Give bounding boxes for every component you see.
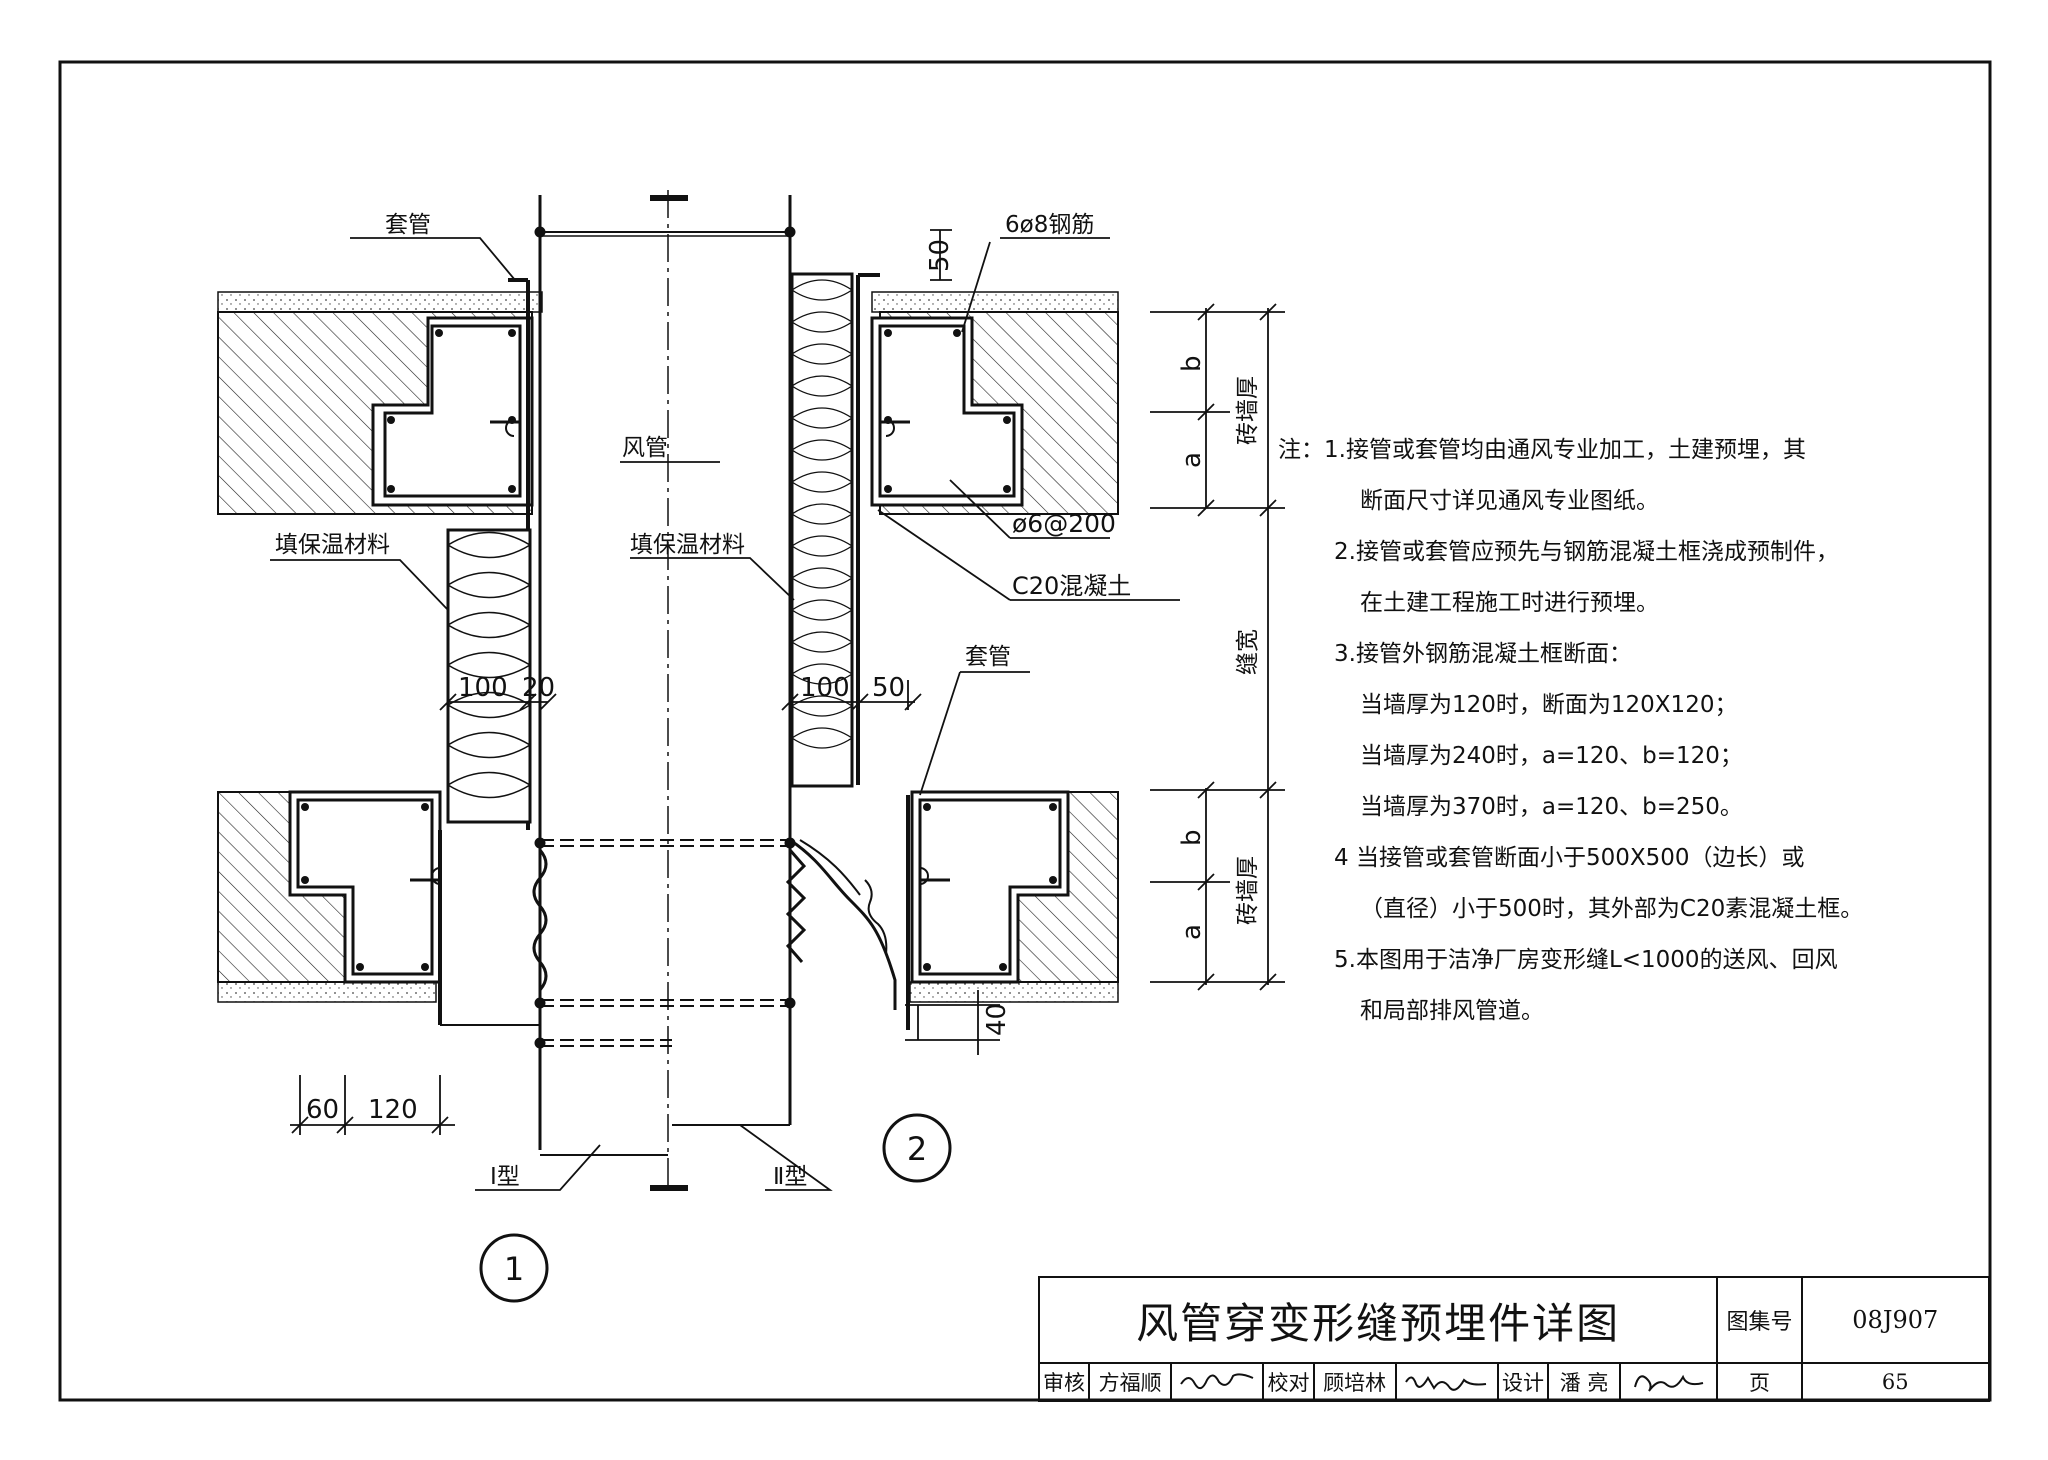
dim-a-bottom: a — [1177, 924, 1207, 940]
note-line-10: （直径）小于500时，其外部为C20素混凝土框。 — [1360, 896, 1864, 922]
dim-a-top: a — [1177, 452, 1207, 468]
label-gap-width: 缝宽 — [1235, 629, 1261, 675]
detail-one-number: 1 — [504, 1250, 524, 1288]
atlas-label: 图集号 — [1716, 1276, 1803, 1364]
notes-prefix: 注： — [1278, 437, 1324, 463]
dim-50-right: 50 — [872, 673, 905, 703]
detail-two-circle — [882, 1113, 952, 1183]
duct-sleeves — [438, 190, 910, 1191]
dim-b-bottom: b — [1177, 829, 1207, 846]
note-line-1: 注：1.接管或套管均由通风专业加工，土建预埋，其 — [1278, 437, 1806, 463]
label-sleeve-top-left: 套管 — [385, 212, 431, 238]
note-line-2: 断面尺寸详见通风专业图纸。 — [1360, 488, 1659, 514]
note-line-9: 4 当接管或套管断面小于500X500（边长）或 — [1334, 845, 1805, 871]
detail-one-circle — [479, 1233, 549, 1303]
dim-50-top: 50 — [925, 239, 955, 272]
designer-signature — [1619, 1362, 1719, 1402]
note-line-3: 2.接管或套管应预先与钢筋混凝土框浇成预制件， — [1334, 539, 1839, 565]
note-line-6: 当墙厚为120时，断面为120X120； — [1360, 692, 1738, 718]
dim-40: 40 — [982, 1003, 1012, 1036]
designer-name: 潘 亮 — [1547, 1362, 1622, 1402]
label-concrete: C20混凝土 — [1012, 572, 1131, 600]
concrete-frame-bottom-right — [910, 790, 1070, 984]
notes-block: 注：1.接管或套管均由通风专业加工，土建预埋，其 断面尺寸详见通风专业图纸。 2… — [1278, 425, 1938, 1037]
label-stirrup: ø6@200 — [1012, 509, 1116, 538]
label-type-two: Ⅱ型 — [773, 1164, 807, 1190]
label-insulation-left: 填保温材料 — [275, 532, 390, 558]
drawing-title: 风管穿变形缝预埋件详图 — [1037, 1276, 1719, 1364]
note-line-4: 在土建工程施工时进行预埋。 — [1360, 590, 1659, 616]
dim-100-right: 100 — [800, 673, 850, 703]
note-line-8: 当墙厚为370时，a=120、b=250。 — [1360, 794, 1743, 820]
label-duct: 风管 — [622, 435, 668, 461]
label-insulation-right: 填保温材料 — [630, 532, 745, 558]
label-wall-thickness-bottom: 砖墙厚 — [1235, 856, 1261, 925]
dim-60: 60 — [306, 1095, 339, 1125]
dim-b-top: b — [1177, 355, 1207, 372]
note-line-11: 5.本图用于洁净厂房变形缝L<1000的送风、回风 — [1334, 947, 1838, 973]
note-line-5: 3.接管外钢筋混凝土框断面： — [1334, 641, 1632, 667]
design-label: 设计 — [1496, 1362, 1550, 1402]
label-rebar-count: 6ø8钢筋 — [1005, 212, 1094, 238]
checker-name: 顾培林 — [1312, 1362, 1397, 1402]
reviewer-name: 方福顺 — [1088, 1362, 1173, 1402]
insulation-left — [446, 528, 532, 824]
note-line-12: 和局部排风管道。 — [1360, 998, 1544, 1024]
note-line-7: 当墙厚为240时，a=120、b=120； — [1360, 743, 1743, 769]
label-sleeve-right: 套管 — [965, 644, 1011, 670]
label-wall-thickness-top: 砖墙厚 — [1235, 376, 1261, 445]
detail-two-number: 2 — [907, 1130, 927, 1168]
dim-120: 120 — [368, 1095, 418, 1125]
concrete-frame-top-left — [371, 316, 534, 507]
page-label: 页 — [1716, 1362, 1803, 1402]
review-label: 审核 — [1037, 1362, 1091, 1402]
page-number: 65 — [1800, 1362, 1991, 1402]
check-label: 校对 — [1262, 1362, 1315, 1402]
insulation-right — [790, 272, 854, 788]
label-type-one: Ⅰ型 — [490, 1164, 520, 1190]
dim-100-left: 100 — [458, 673, 508, 703]
dim-20-left: 20 — [522, 673, 555, 703]
reviewer-signature — [1170, 1362, 1265, 1402]
concrete-frame-bottom-left — [288, 790, 442, 984]
concrete-frame-top-right — [870, 316, 1024, 507]
atlas-number: 08J907 — [1800, 1276, 1991, 1364]
title-block: 风管穿变形缝预埋件详图 图集号 08J907 审核 方福顺 校对 顾培林 设计 … — [1037, 1276, 1991, 1402]
dimension-lines — [290, 229, 1285, 1135]
drawing-frame — [58, 60, 1992, 1402]
leader-lines — [270, 237, 1180, 1191]
checker-signature — [1394, 1362, 1499, 1402]
